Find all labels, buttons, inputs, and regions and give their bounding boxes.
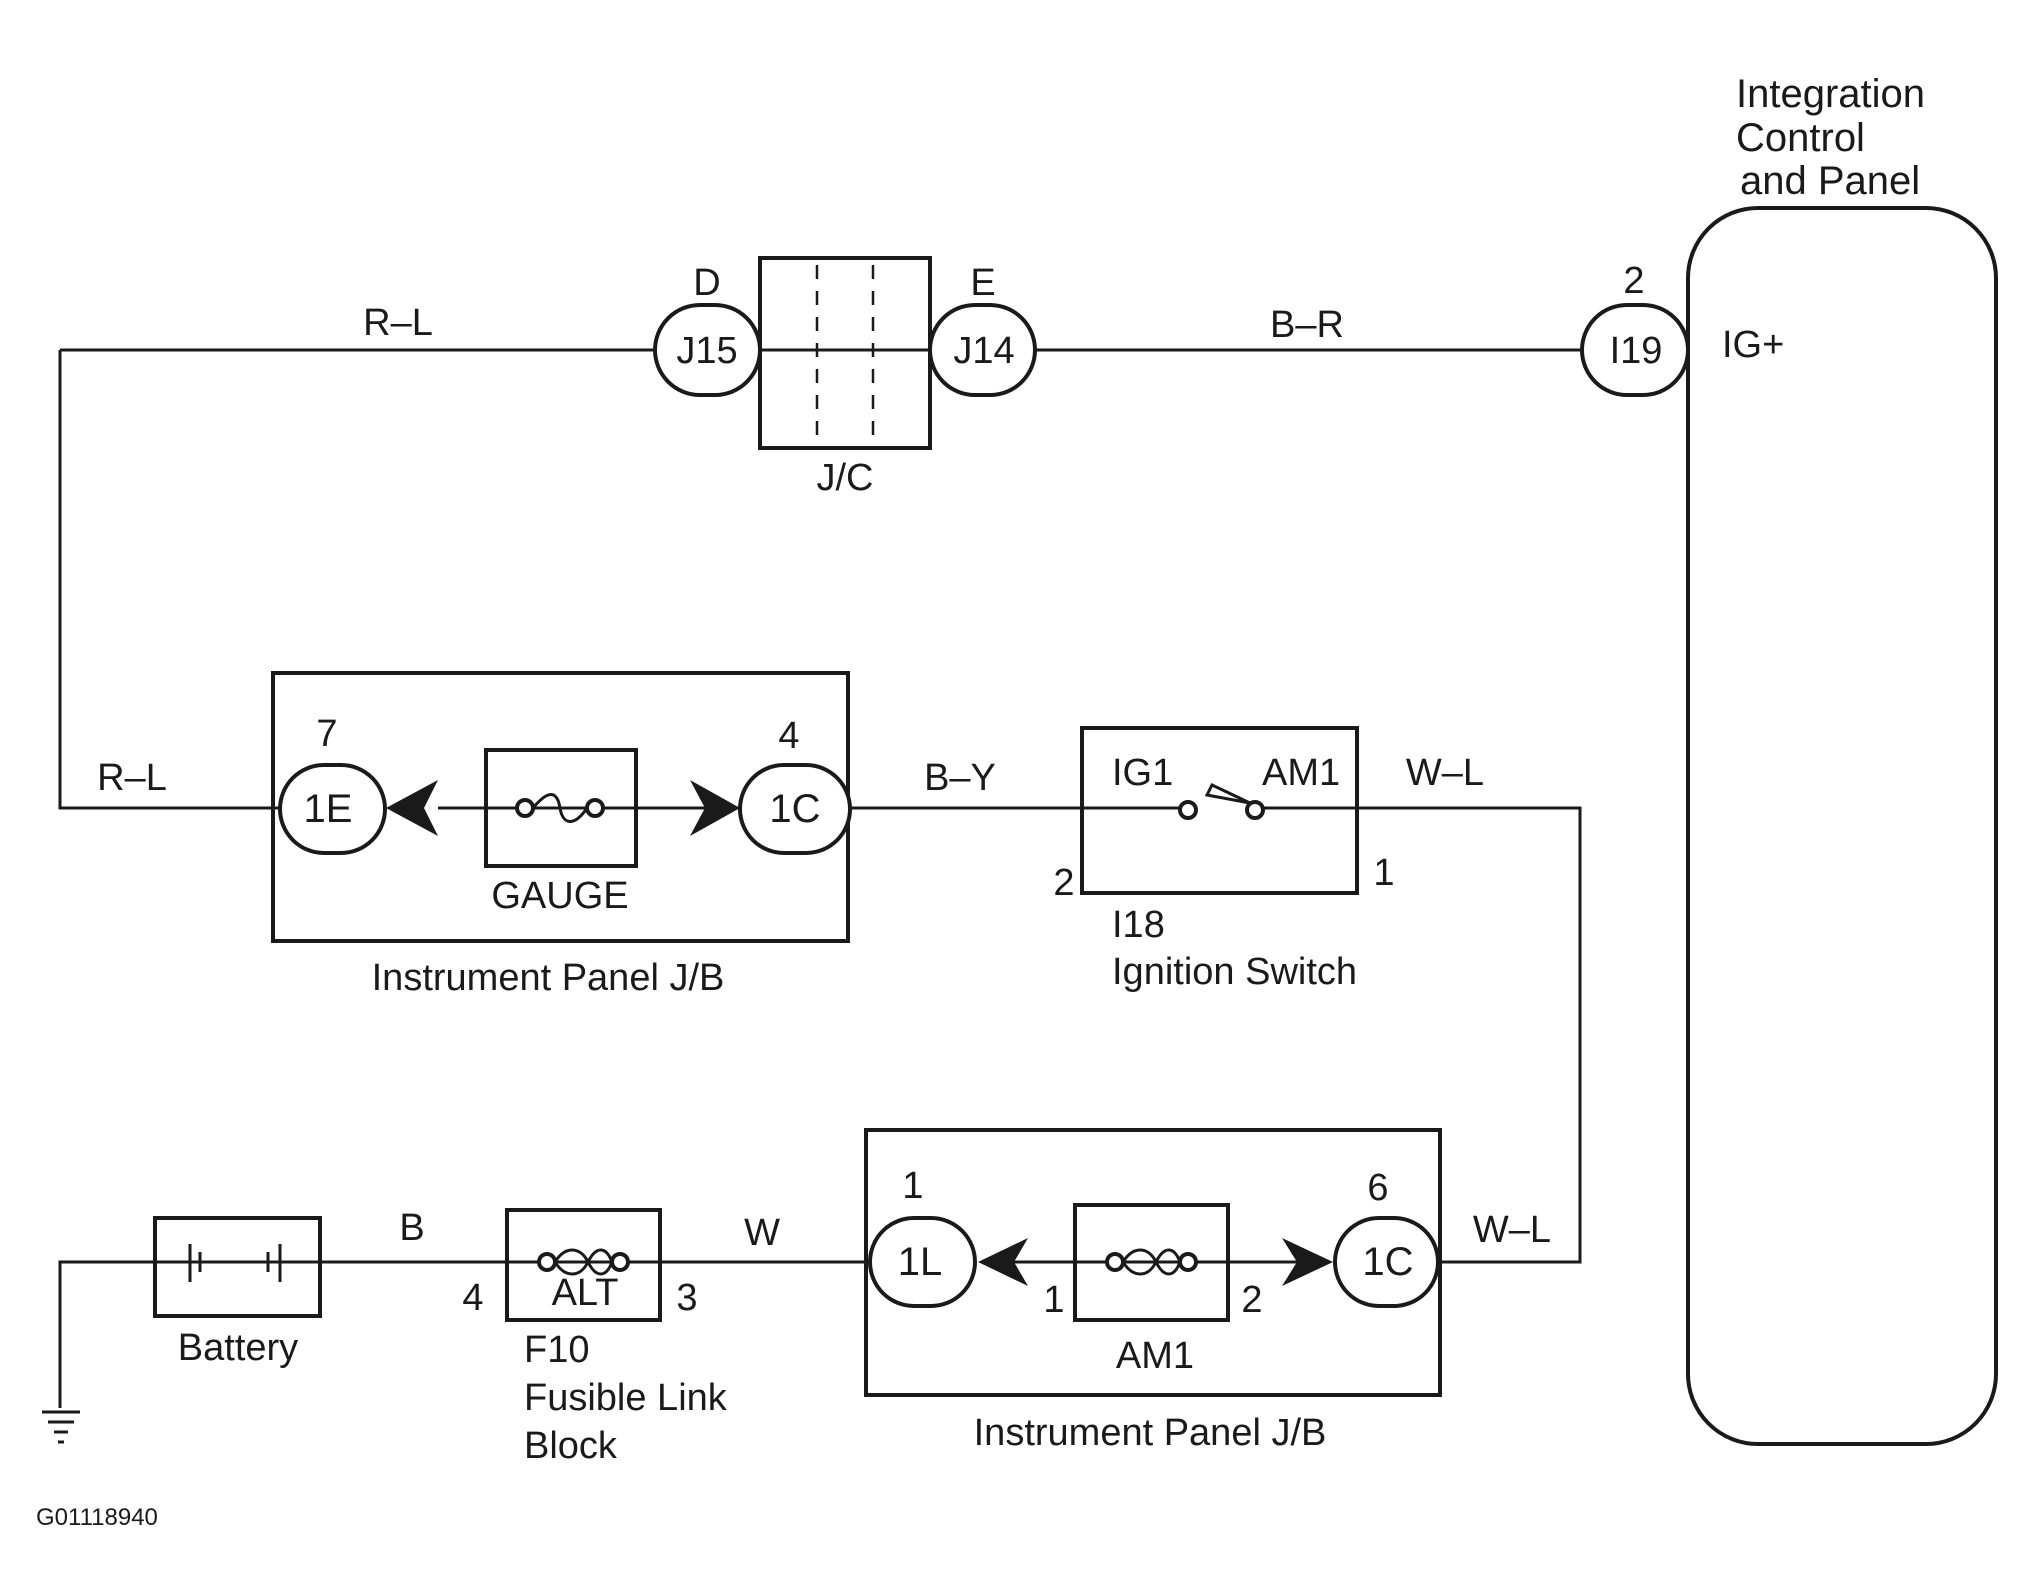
fusible-link-pin-right: 3 xyxy=(676,1277,697,1319)
junction-connector: J15 D J14 E J/C xyxy=(653,256,1037,499)
am1-fuse-pin-right: 2 xyxy=(1241,1279,1262,1321)
connector-1c-top xyxy=(738,763,852,855)
battery-label: Battery xyxy=(178,1327,298,1369)
connector-1l xyxy=(868,1216,977,1308)
integration-panel-body xyxy=(1686,206,1998,1446)
fusible-link-name-line2: Block xyxy=(524,1425,618,1467)
integration-control-panel: Integration Control and Panel I19 2 IG+ xyxy=(1580,72,1998,1446)
battery-icon xyxy=(188,1244,282,1282)
am1-right-arrow-icon xyxy=(1282,1238,1333,1286)
alt-fuse-icon xyxy=(537,1248,630,1276)
connector-1c-bottom-label: 1C xyxy=(1362,1240,1413,1284)
gauge-right-arrow-icon xyxy=(690,780,740,836)
connector-j14 xyxy=(928,303,1037,397)
alt-fuse-box xyxy=(505,1208,662,1322)
am1-fuse-pin-left: 1 xyxy=(1043,1279,1064,1321)
gauge-fuse-label: GAUGE xyxy=(491,875,628,917)
battery-box xyxy=(153,1216,322,1318)
wire-wl-right xyxy=(1252,806,1582,1264)
ignition-pin-left: 2 xyxy=(1053,862,1074,904)
fusible-link-block: ALT 4 3 F10 Fusible Link Block xyxy=(462,1208,728,1467)
jc-box xyxy=(758,256,932,450)
ignition-switch-id: I18 xyxy=(1112,904,1165,946)
connector-1e xyxy=(278,763,387,855)
connector-1l-label: 1L xyxy=(898,1240,943,1284)
connector-1e-label: 1E xyxy=(304,787,353,831)
ignition-switch-box xyxy=(1080,726,1359,895)
connector-1c-top-pin: 4 xyxy=(778,715,799,757)
wire-label-b: B xyxy=(399,1207,424,1249)
ground-icon xyxy=(42,1410,80,1444)
gauge-left-arrow-icon xyxy=(386,780,438,836)
am1-fuse-box xyxy=(1073,1203,1230,1322)
fusible-link-pin-left: 4 xyxy=(462,1277,483,1319)
connector-1c-top-label: 1C xyxy=(769,787,820,831)
wire-label-rl-top: R–L xyxy=(363,302,433,344)
i19-pin-label: 2 xyxy=(1623,260,1644,302)
am1-fuse-label: AM1 xyxy=(1116,1335,1194,1377)
wire-label-wl-lower: W–L xyxy=(1473,1209,1551,1251)
wire-label-rl-left: R–L xyxy=(97,757,167,799)
wire-ground-battery xyxy=(58,1260,155,1408)
am1-fuse-icon xyxy=(1105,1248,1198,1276)
ig1-label: IG1 xyxy=(1112,752,1173,794)
terminal-e-label: E xyxy=(970,262,995,304)
integration-panel-title-line3: and Panel xyxy=(1740,159,1920,203)
gauge-fuse-icon xyxy=(515,793,605,823)
wire-label-br: B–R xyxy=(1270,304,1344,346)
ignition-pin-right: 1 xyxy=(1373,852,1394,894)
instrument-panel-jb-bottom: AM1 1 2 1L 1 1C 6 Instrument Panel J/B xyxy=(864,1128,1442,1454)
gauge-fuse-box xyxy=(484,748,638,868)
connector-1e-pin: 7 xyxy=(316,713,337,755)
am1-switch-label: AM1 xyxy=(1262,752,1340,794)
connector-j15-label: J15 xyxy=(676,330,737,372)
fusible-link-id: F10 xyxy=(524,1329,589,1371)
ignition-switch: IG1 AM1 2 1 I18 Ignition Switch xyxy=(1053,726,1395,993)
ignition-switch-name: Ignition Switch xyxy=(1112,951,1357,993)
instrument-panel-jb-top: GAUGE 1E 7 1C 4 Instrument Panel J/B xyxy=(271,671,852,999)
figure-code: G01118940 xyxy=(36,1504,158,1531)
terminal-d-label: D xyxy=(693,262,720,304)
connector-j15 xyxy=(653,303,762,397)
wire-label-wl-right: W–L xyxy=(1406,752,1484,794)
instrument-jb-bottom-label: Instrument Panel J/B xyxy=(974,1412,1327,1454)
instrument-jb-top-label: Instrument Panel J/B xyxy=(372,957,725,999)
jc-label: J/C xyxy=(817,457,874,499)
integration-panel-title-line1: Integration xyxy=(1736,72,1925,116)
switch-contact-icon xyxy=(1178,783,1265,820)
instrument-jb-bottom-frame xyxy=(864,1128,1442,1397)
wire-label-by: B–Y xyxy=(924,757,996,799)
wire-color-labels: R–L R–L B–R B–Y W–L W–L B W xyxy=(97,302,1551,1254)
integration-panel-title-line2: Control xyxy=(1736,116,1865,160)
connector-i19 xyxy=(1580,303,1690,397)
connector-j14-label: J14 xyxy=(953,330,1014,372)
connector-i19-label: I19 xyxy=(1610,330,1663,372)
battery: Battery xyxy=(153,1216,322,1369)
ig-plus-label: IG+ xyxy=(1722,324,1784,366)
wire-rl-left-vertical xyxy=(58,350,280,810)
am1-left-arrow-icon xyxy=(978,1238,1028,1286)
fusible-link-name-line1: Fusible Link xyxy=(524,1377,728,1419)
wire-label-w: W xyxy=(744,1212,780,1254)
connector-1c-bottom-pin: 6 xyxy=(1367,1167,1388,1209)
alt-fuse-label: ALT xyxy=(552,1272,619,1314)
connector-1l-pin: 1 xyxy=(902,1165,923,1207)
connector-1c-bottom xyxy=(1333,1216,1440,1308)
